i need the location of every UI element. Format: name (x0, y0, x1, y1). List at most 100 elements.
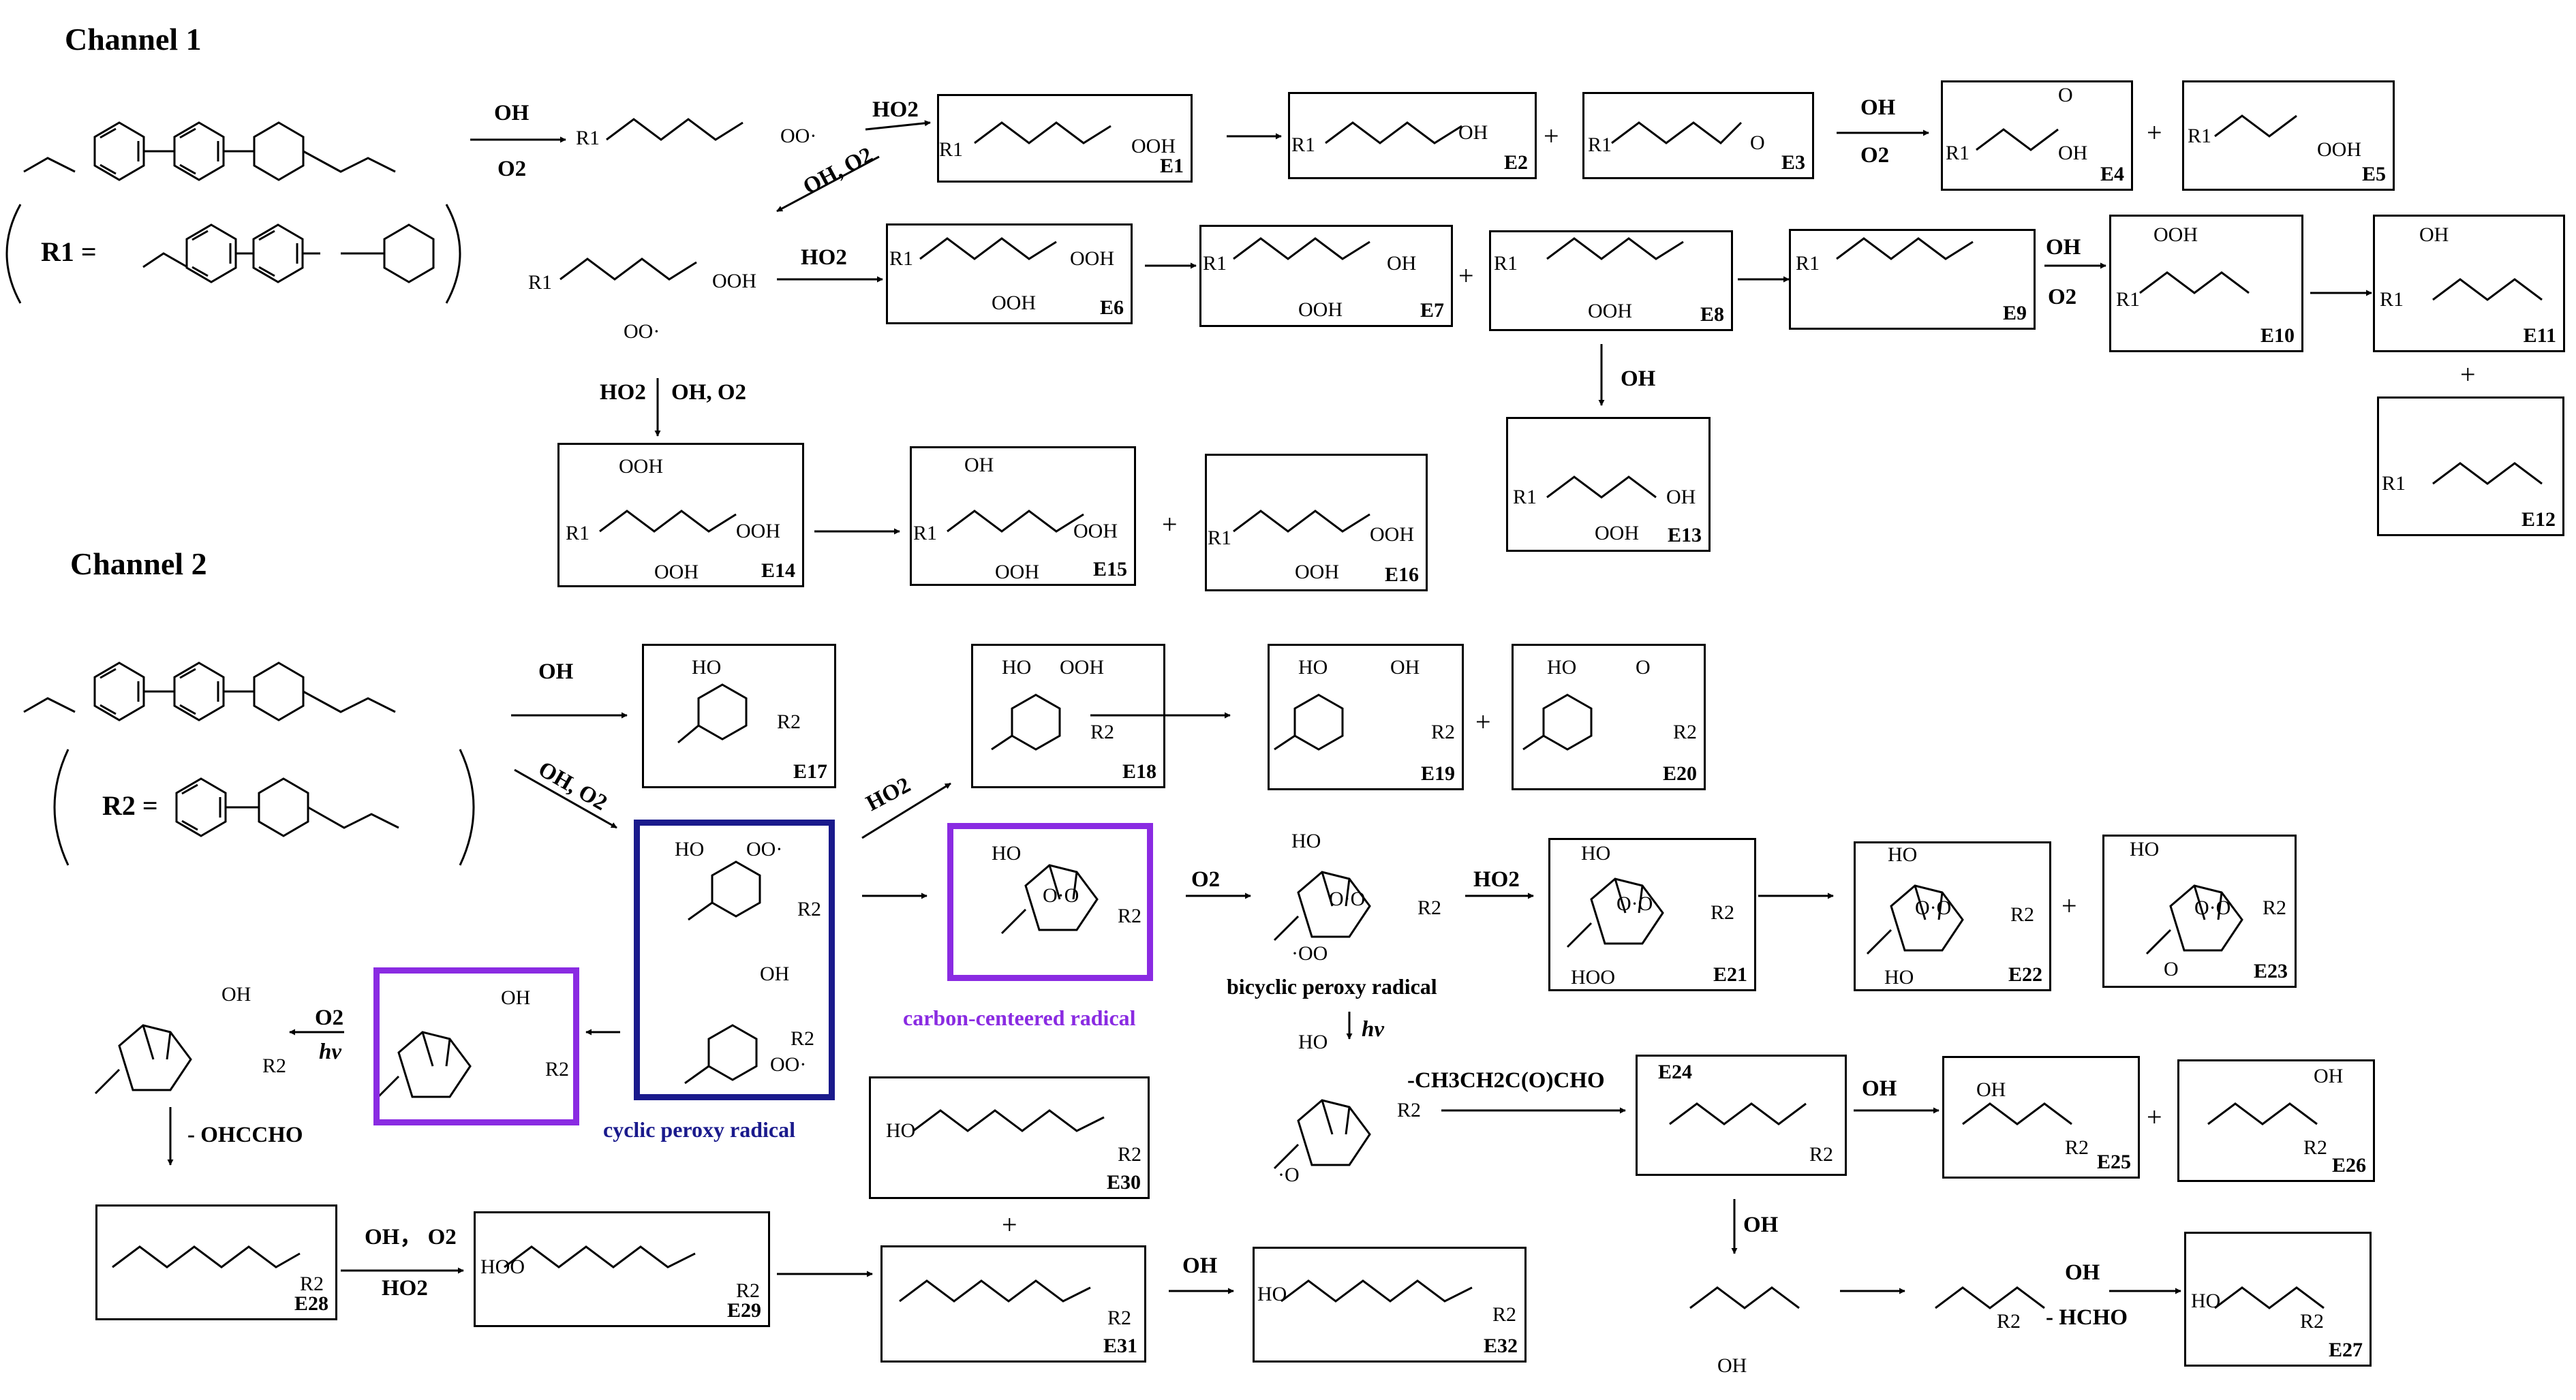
product-box-e14: E14 (557, 443, 804, 587)
plus-sign: + (1162, 509, 1178, 540)
group-label-r2: R2 (1417, 897, 1442, 919)
cond-minus-propanal: -CH3CH2C(O)CHO (1407, 1068, 1605, 1093)
group-label-oh: OH (1976, 1078, 2006, 1101)
cond-oh: OH (1743, 1213, 1779, 1237)
product-box-e27: E27 (2184, 1232, 2372, 1367)
group-label-r2: R2 (1492, 1303, 1517, 1326)
caption-bicyclic-peroxy-radical: bicyclic peroxy radical (1227, 974, 1437, 999)
group-label-ooh: OOH (992, 292, 1036, 314)
group-label-r2: R2 (2303, 1136, 2328, 1159)
product-box-e25: E25 (1942, 1056, 2140, 1179)
product-box-e19: E19 (1268, 644, 1464, 790)
group-label-o-o: O·O (1915, 897, 1952, 919)
group-label-o-dot: ·O (1278, 1164, 1300, 1186)
group-label-r2: R2 (1809, 1143, 1834, 1166)
group-label-r1: R1 (913, 522, 938, 544)
group-label-ho: HO (1002, 656, 1032, 679)
group-label-hoo: HOO (1571, 966, 1615, 989)
group-label-r2: R2 (2300, 1310, 2325, 1333)
group-label-r1: R1 (939, 138, 964, 161)
ch2-chain-structures (112, 1102, 2325, 1309)
group-label-r1: R1 (576, 127, 600, 149)
group-label-oo-radical: OO· (780, 125, 817, 147)
group-label-ho: HO (2130, 838, 2160, 860)
cond-oh: OH (1621, 367, 1656, 391)
plus-sign: + (1475, 706, 1491, 737)
group-label-ooh: OOH (1060, 656, 1104, 679)
group-label-ooh: OOH (619, 455, 663, 478)
group-label-oh: OH (760, 963, 790, 985)
group-label-oh: OH (1666, 486, 1696, 508)
group-label-ho: HO (886, 1119, 916, 1142)
cond-oh: OH (2065, 1260, 2100, 1285)
group-label-r1: R1 (1203, 252, 1227, 275)
cond-oh-o2: OH, O2 (671, 380, 747, 405)
product-box-e7: E7 (1199, 225, 1453, 327)
product-box-e16: E16 (1205, 454, 1428, 591)
group-label-r1: R1 (2116, 288, 2141, 311)
cond-o2: O2 (2048, 285, 2077, 309)
group-label-o-o: O·O (1043, 884, 1079, 907)
group-label-r2: R2 (2263, 897, 2287, 919)
group-label-r2: R2 (262, 1055, 287, 1077)
group-label-ooh: OOH (1070, 247, 1114, 270)
group-label-r2: R2 (300, 1273, 324, 1295)
group-label-ooh: OOH (1370, 523, 1414, 546)
group-label-oo: ·OO (1291, 942, 1328, 965)
parent-molecule-ch1 (23, 121, 396, 181)
reaction-arrows (167, 120, 2372, 1294)
group-label-ooh: OOH (736, 520, 780, 542)
product-box-e13: E13 (1506, 417, 1711, 552)
group-label-r1: R1 (1291, 134, 1316, 156)
group-label-r1: R1 (1588, 134, 1612, 156)
group-label-oh: OH (501, 986, 531, 1009)
group-label-oh: OH (1717, 1354, 1747, 1377)
group-label-oh: OH (1387, 252, 1417, 275)
group-label-ho: HO (1581, 842, 1611, 865)
group-label-r2: R2 (1997, 1310, 2021, 1333)
group-label-r2: R2 (2010, 903, 2035, 926)
group-label-ho: HO (2191, 1290, 2221, 1312)
cond-ho2: HO2 (801, 245, 847, 270)
plus-sign: + (2460, 359, 2476, 390)
group-label-oo-radical: OO· (770, 1053, 807, 1076)
caption-cyclic-peroxy-radical: cyclic peroxy radical (603, 1117, 795, 1142)
product-box-e15: E15 (910, 446, 1136, 586)
group-label-oo-radical: OO· (624, 320, 660, 343)
group-label-ho: HO (1298, 1031, 1328, 1053)
group-label-ho: HO (1298, 656, 1328, 679)
group-label-r2: R2 (1107, 1307, 1132, 1329)
group-label-r2: R2 (2065, 1136, 2089, 1159)
group-label-ho: HO (1291, 830, 1321, 852)
group-label-ooh: OOH (1295, 561, 1339, 583)
cond-ho2: HO2 (600, 380, 646, 405)
group-label-ooh: OOH (1588, 300, 1632, 322)
group-label-oo-radical: OO· (746, 838, 783, 860)
cond-oh: OH (1862, 1076, 1897, 1101)
product-box-e28: E28 (95, 1204, 337, 1320)
group-label-oh: OH (221, 983, 251, 1006)
group-label-o: O (2058, 84, 2073, 106)
cond-oh-o2-cn: OH， O2 (365, 1225, 457, 1249)
product-box-e10: E10 (2109, 215, 2303, 352)
group-label-ho: HO (992, 842, 1022, 865)
cond-minus-ohccho: - OHCCHO (187, 1123, 303, 1147)
group-label-r2: R2 (736, 1279, 761, 1302)
group-label-r2: R2 (1397, 1099, 1422, 1121)
group-label-r1: R1 (2188, 125, 2212, 147)
product-box-e2: E2 (1288, 92, 1537, 179)
group-label-r1: R1 (1946, 142, 1970, 164)
group-label-ooh: OOH (654, 561, 699, 583)
group-label-o-o: O·O (1329, 888, 1366, 910)
caption-carbon-centered-radical: carbon-centeered radical (903, 1006, 1136, 1030)
group-label-r1: R1 (566, 522, 590, 544)
product-box-e23: E23 (2102, 835, 2297, 988)
cond-hv: hv (1362, 1017, 1384, 1042)
product-box-e18: E18 (971, 644, 1165, 788)
product-box-e31: E31 (880, 1245, 1146, 1363)
cond-ho2: HO2 (872, 97, 919, 122)
r2-definition-structure (53, 749, 475, 866)
group-label-ho: HO (1547, 656, 1577, 679)
group-label-r1: R1 (1494, 252, 1518, 275)
